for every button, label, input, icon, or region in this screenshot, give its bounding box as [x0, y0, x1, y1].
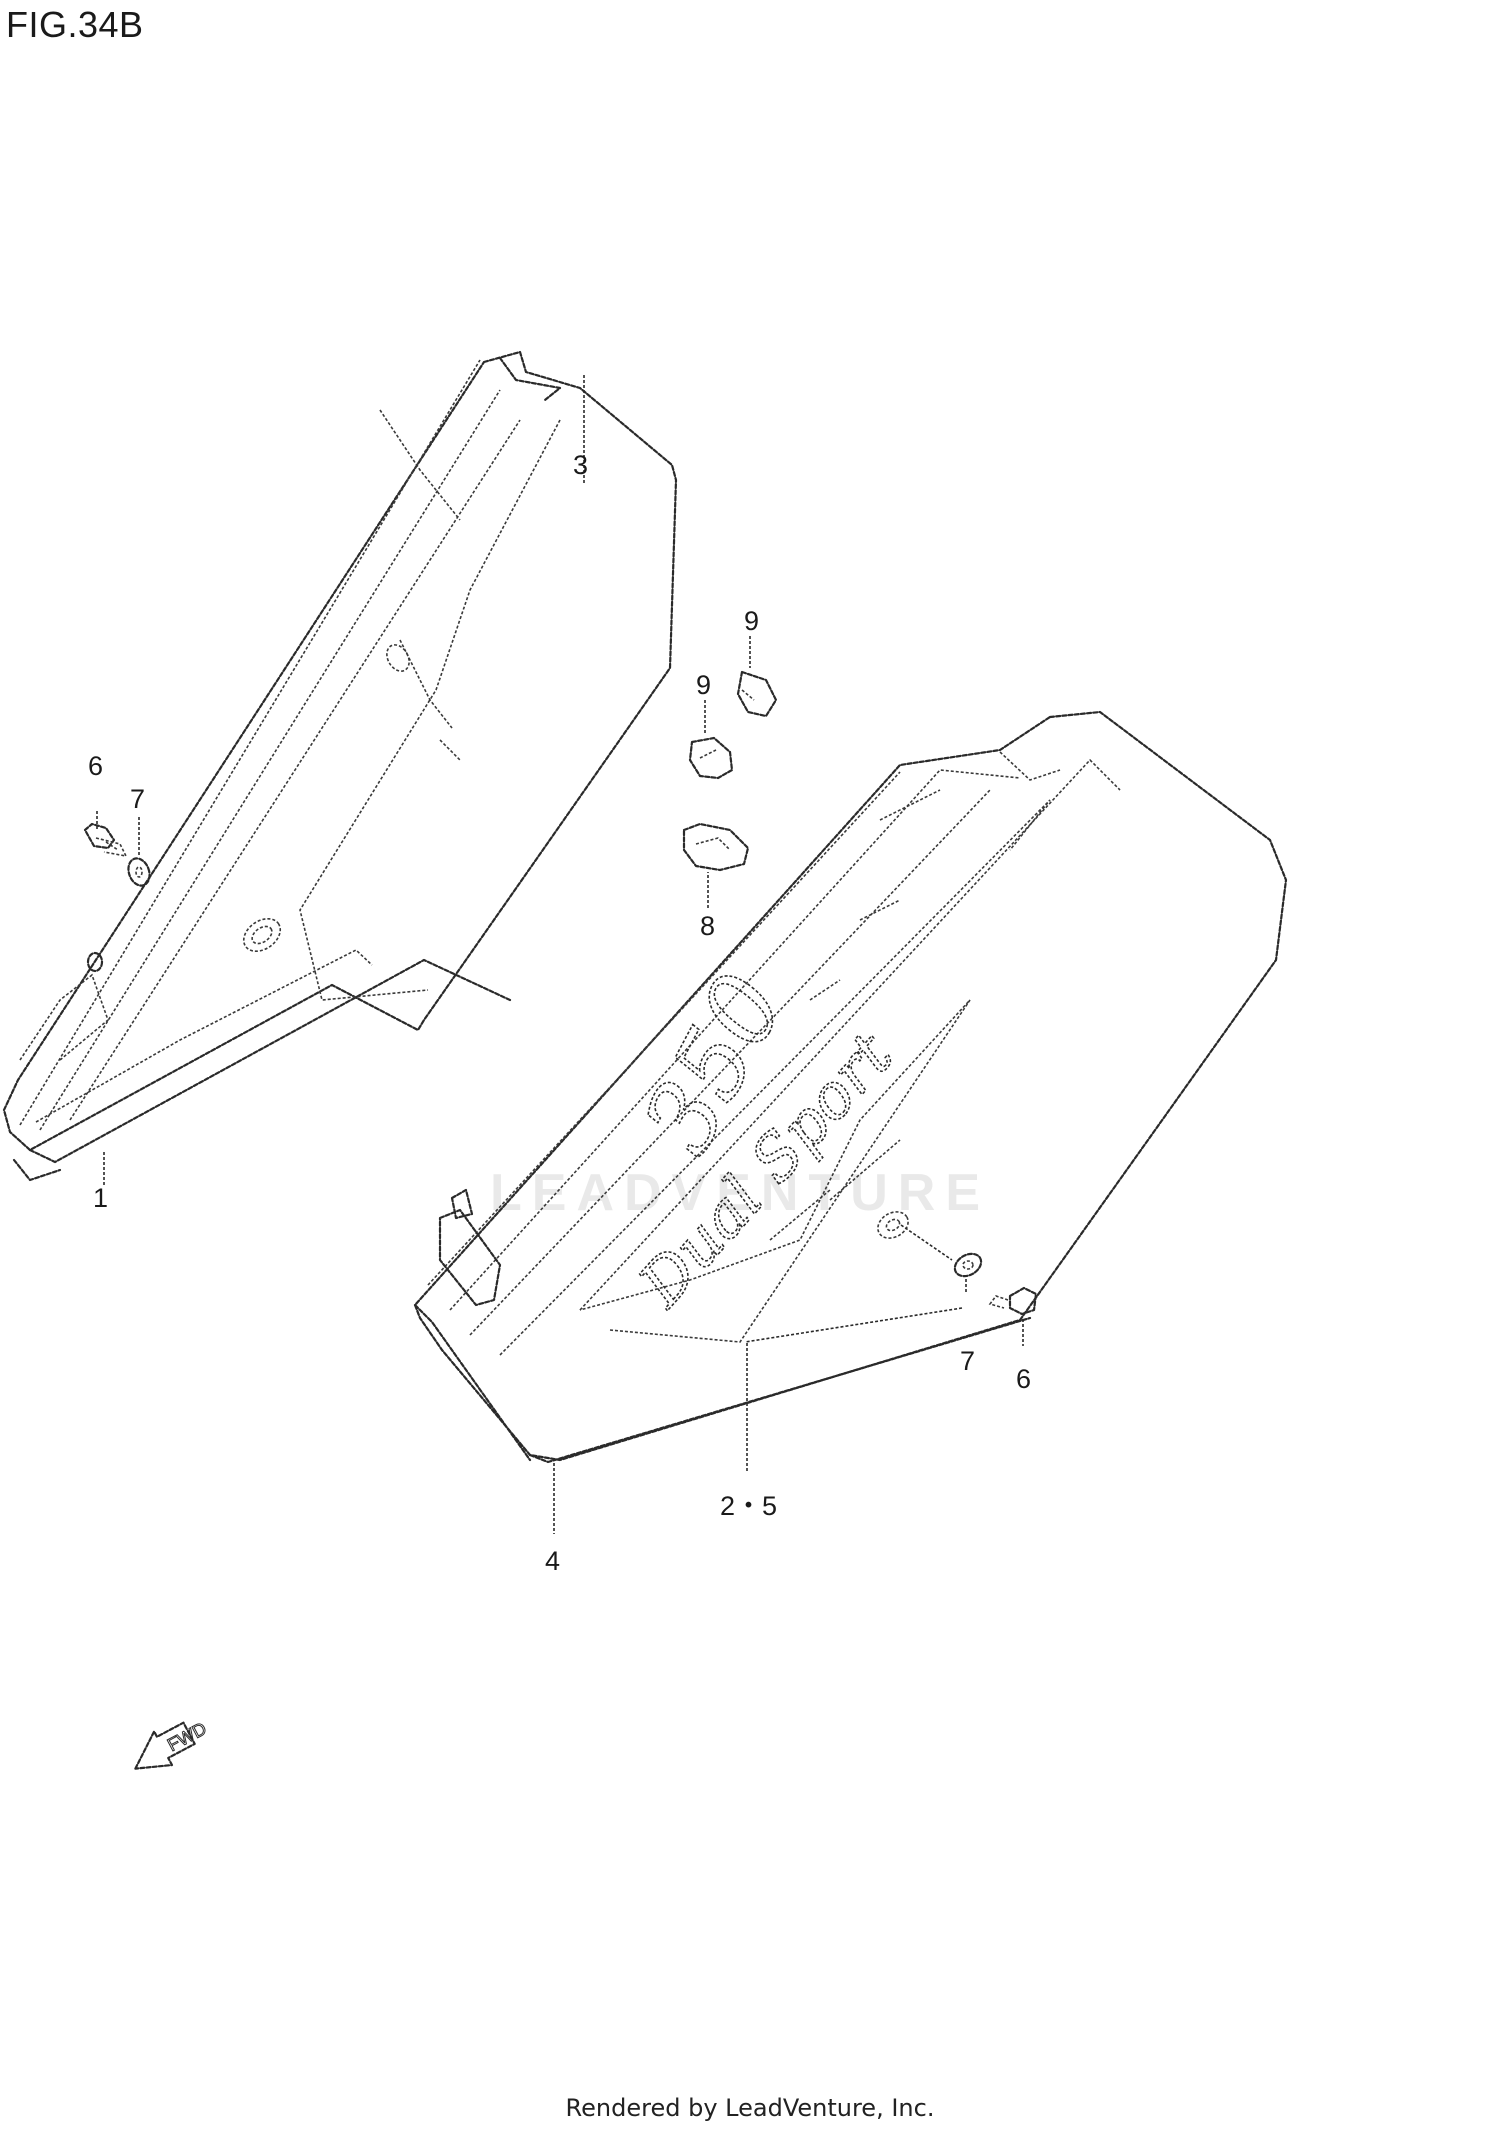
- bolt-6-left: [83, 822, 128, 858]
- right-frame-cover: 350 Dual Sport: [413, 710, 1288, 1464]
- grommet-9-upper: [736, 670, 778, 718]
- left-frame-cover: [2, 350, 678, 1182]
- callout-8: 8: [700, 911, 715, 941]
- callout-4: 4: [545, 1546, 560, 1576]
- fwd-label: FWD: [164, 1718, 210, 1755]
- callout-7-right: 7: [960, 1346, 975, 1376]
- leader-lines: [96, 375, 1024, 1534]
- figure-title: FIG.34B: [6, 4, 144, 45]
- bolt-6-right: [988, 1286, 1038, 1316]
- callout-6-right: 6: [1016, 1364, 1031, 1394]
- callout-2-5: 2・5: [720, 1491, 777, 1521]
- footer-credit: Rendered by LeadVenture, Inc.: [565, 2094, 935, 2122]
- fwd-arrow: FWD: [134, 1718, 210, 1770]
- callout-7-left: 7: [130, 784, 145, 814]
- washer-7-left: [127, 857, 151, 887]
- callout-9-lower: 9: [696, 670, 711, 700]
- cushion-8: [682, 822, 750, 872]
- callout-3: 3: [573, 450, 588, 480]
- callout-6-left: 6: [88, 751, 103, 781]
- washer-7-right-a: [953, 1252, 983, 1278]
- callout-9-upper: 9: [744, 606, 759, 636]
- grommet-9-lower: [688, 736, 734, 780]
- callout-1: 1: [93, 1183, 108, 1213]
